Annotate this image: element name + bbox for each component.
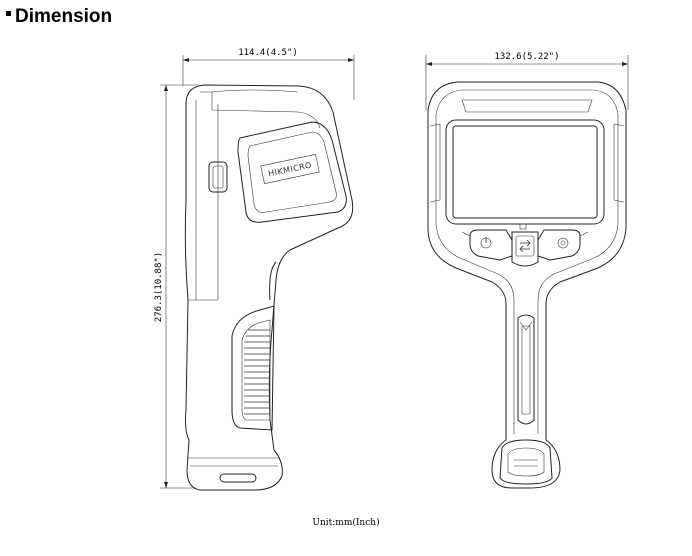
unit-note: Unit:mm(Inch) [312,518,380,528]
page-title-text: Dimension [15,6,113,27]
side-width-dimension: 114.4(4.5") [182,48,355,100]
display-screen [452,125,598,219]
bullet-icon [6,11,11,17]
side-height-label: 276.3(10.88") [154,252,164,322]
side-height-dimension: 276.3(10.88") [154,84,198,489]
power-button [469,229,513,261]
menu-button [511,231,539,267]
bottom-cap [499,439,553,485]
side-button [208,161,228,193]
front-view: 132.6(5.22") [425,52,629,489]
page-title: Dimension [6,6,112,28]
capture-button [537,229,581,261]
side-device-outline: HIKMICRO [184,84,354,491]
handle-groove [517,314,535,425]
side-view: 114.4(4.5") 276.3(10.88") HIKM [154,48,355,491]
trigger [269,261,277,301]
side-grip [231,305,275,431]
screen-bezel [445,119,605,225]
front-device-outline [427,81,627,489]
front-width-label: 132.6(5.22") [494,52,559,62]
usb-port [219,473,257,483]
switch-icon [519,239,531,253]
lens-housing [237,121,347,223]
front-width-dimension: 132.6(5.22") [425,52,629,110]
indicator-light [519,223,527,230]
side-width-label: 114.4(4.5") [238,48,298,58]
